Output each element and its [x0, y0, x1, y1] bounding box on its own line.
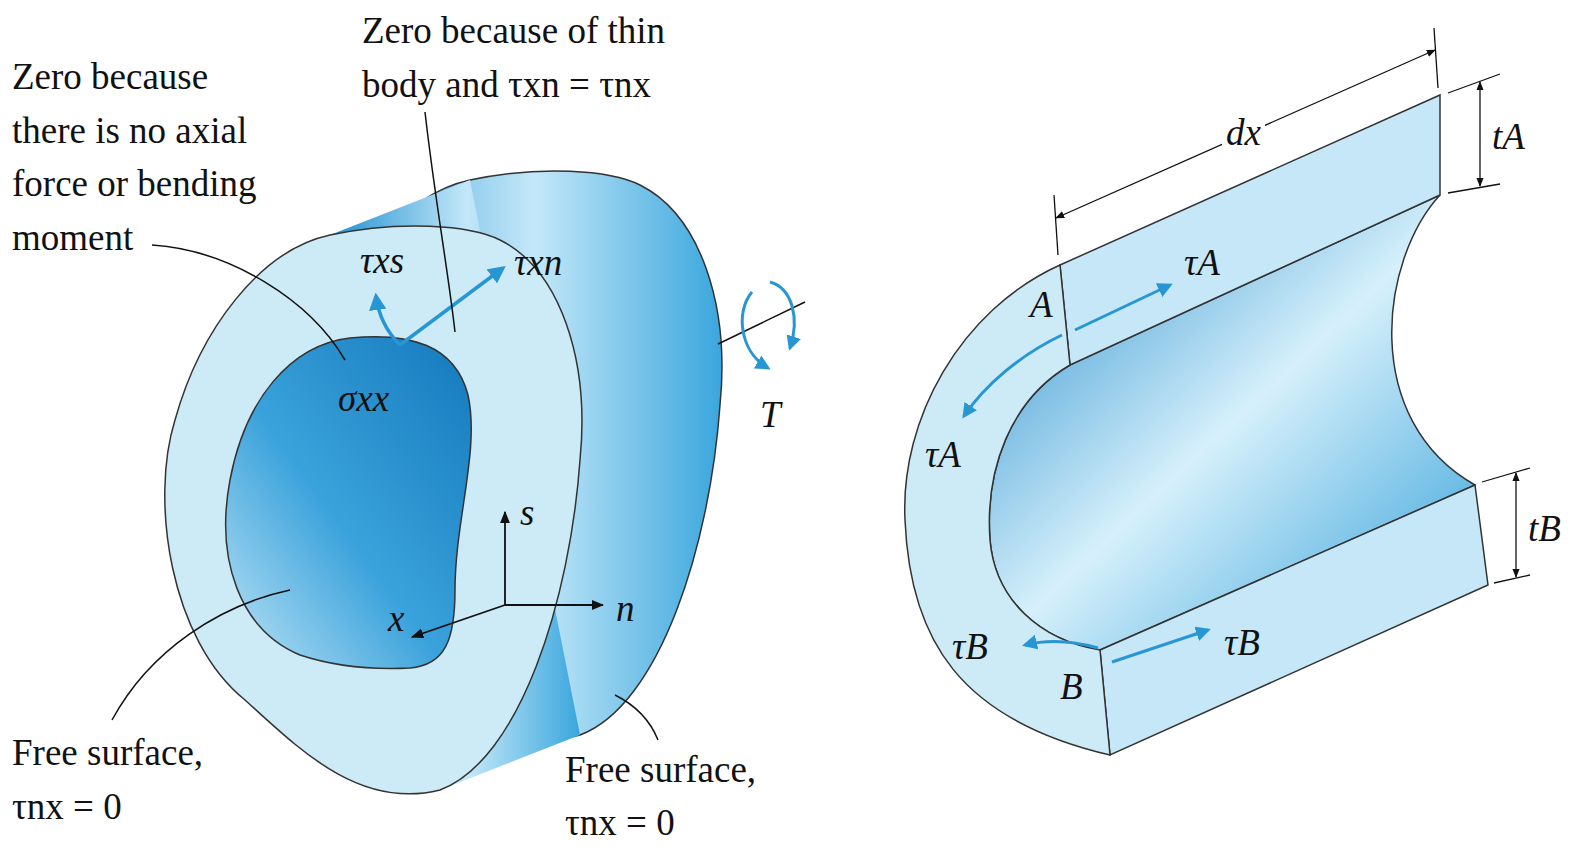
dimension-line: [1056, 50, 1435, 218]
leader-line: [112, 590, 290, 720]
axis-line: [504, 512, 506, 605]
axis-line: [412, 605, 505, 637]
torque-arrow: [770, 282, 794, 348]
stress-label: τB: [1224, 616, 1260, 670]
dimension-label: tA: [1492, 110, 1525, 164]
point-label: B: [1060, 660, 1083, 714]
stress-label: τB: [952, 620, 988, 674]
stress-label: τA: [925, 428, 961, 482]
leader-line: [615, 695, 658, 740]
axis-label: n: [616, 582, 635, 636]
extension-line: [1448, 74, 1500, 93]
stress-arrow: [1112, 630, 1208, 662]
dimension-label: dx: [1222, 106, 1265, 160]
stress-label: σxx: [338, 372, 389, 426]
note-text: Free surface, τnx = 0: [565, 743, 805, 850]
dimension-line: [1515, 473, 1516, 577]
stress-arrow: [376, 296, 400, 345]
stress-arrow: [1075, 285, 1170, 330]
note-text: Zero because of thin body and τxn = τnx: [362, 4, 742, 111]
note-text: Zero because there is no axial force or …: [12, 50, 274, 265]
point-label: A: [1030, 278, 1053, 332]
tube-front-face: [165, 226, 582, 794]
extension-line: [1482, 468, 1530, 482]
stress-arrow: [964, 335, 1062, 416]
element-bottom-strip: [1100, 485, 1488, 755]
stress-arrow: [1025, 642, 1098, 648]
extension-line: [1434, 28, 1438, 88]
note-text: Free surface, τnx = 0: [12, 726, 252, 833]
torque-label: T: [760, 388, 781, 442]
stress-label: τxn: [514, 236, 562, 290]
extension-line: [1054, 195, 1058, 255]
element-front-face: [905, 265, 1110, 755]
axis-label: x: [388, 592, 404, 646]
tube-hole: [226, 337, 472, 669]
extension-line: [1448, 184, 1500, 193]
torque-arrow: [742, 292, 768, 368]
dimension-label: tB: [1528, 502, 1561, 556]
dimension-line: [1479, 82, 1480, 186]
leader-line: [425, 112, 455, 332]
stress-label: τxs: [360, 234, 404, 288]
axis-line: [505, 604, 603, 606]
leader-line: [152, 245, 345, 360]
extension-line: [1494, 575, 1530, 583]
stress-label: τA: [1184, 236, 1220, 290]
axis-label: s: [520, 486, 534, 540]
element-top-strip: [1060, 95, 1440, 365]
